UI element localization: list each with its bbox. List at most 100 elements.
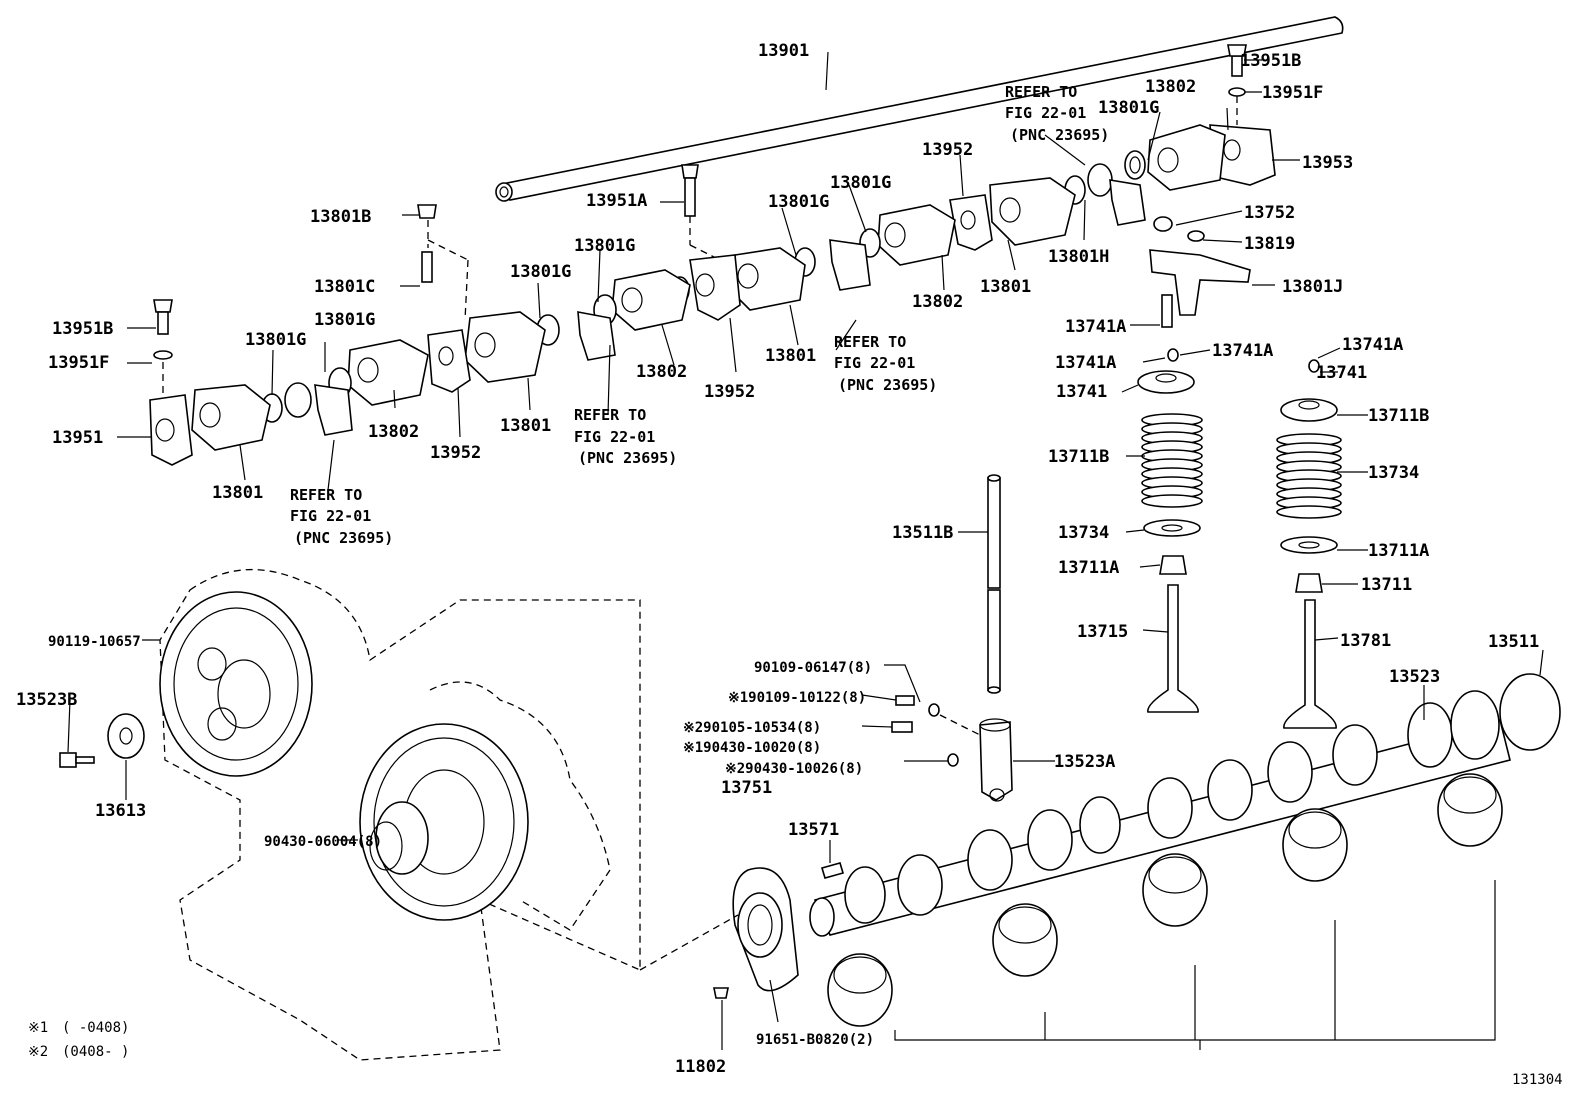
callout-13711a[interactable]: 13711A <box>1058 558 1119 578</box>
callout-13734[interactable]: 13734 <box>1368 463 1419 483</box>
callout-11802[interactable]: 11802 <box>675 1057 726 1077</box>
callout-13741a[interactable]: 13741A <box>1342 335 1403 355</box>
push-rod-13781[interactable] <box>987 474 1001 694</box>
callout-13802[interactable]: 13802 <box>1145 77 1196 97</box>
callout-13741[interactable]: 13741 <box>1056 382 1107 402</box>
refer-note-4: REFER TO FIG 22-01 (PNC 23695) <box>290 486 393 547</box>
callout-13801g[interactable]: 13801G <box>1098 98 1159 118</box>
callout-13511b[interactable]: 13511B <box>892 523 953 543</box>
callout-13952[interactable]: 13952 <box>704 382 755 402</box>
callout-13819[interactable]: 13819 <box>1244 234 1295 254</box>
callout-13802[interactable]: 13802 <box>636 362 687 382</box>
callout-13951f[interactable]: 13951F <box>48 353 109 373</box>
callout-13511[interactable]: 13511 <box>1488 632 1539 652</box>
legend-range-2: (0408- ) <box>62 1044 129 1060</box>
lifter-13751[interactable] <box>891 695 1013 802</box>
spring-coil <box>1141 494 1203 508</box>
callout-90109061478[interactable]: 90109-06147(8) <box>754 660 872 676</box>
camshaft-13511[interactable] <box>809 673 1561 937</box>
callout-13951f[interactable]: 13951F <box>1262 83 1323 103</box>
refer-note-line: REFER TO <box>1005 83 1077 101</box>
refer-note-line: REFER TO <box>574 406 646 424</box>
refer-note-1: REFER TO FIG 22-01 (PNC 23695) <box>1005 83 1109 144</box>
cam-gear-13613[interactable] <box>359 723 529 921</box>
callout-13951a[interactable]: 13951A <box>586 191 647 211</box>
refer-note-line: (PNC 23695) <box>1010 126 1109 144</box>
callout-13801g[interactable]: 13801G <box>245 330 306 350</box>
callout-13801c[interactable]: 13801C <box>314 277 375 297</box>
callout-13523[interactable]: 13523 <box>1389 667 1440 687</box>
thrust-plate-13571[interactable] <box>713 862 845 999</box>
callout-13952[interactable]: 13952 <box>430 443 481 463</box>
callout-13571[interactable]: 13571 <box>788 820 839 840</box>
idler-gear-13523[interactable] <box>59 591 313 777</box>
callout-13951[interactable]: 13951 <box>52 428 103 448</box>
valve-springs <box>1141 413 1342 729</box>
diagram-id: 131304 <box>1512 1072 1563 1088</box>
callout-13801[interactable]: 13801 <box>980 277 1031 297</box>
callout-13613[interactable]: 13613 <box>95 801 146 821</box>
callout-13781[interactable]: 13781 <box>1340 631 1391 651</box>
legend-mark-2: ※2 <box>28 1044 48 1060</box>
callout-13711b[interactable]: 13711B <box>1048 447 1109 467</box>
callout-13801g[interactable]: 13801G <box>768 192 829 212</box>
callout-13801[interactable]: 13801 <box>765 346 816 366</box>
leader-lines <box>67 51 1544 1050</box>
rocker-right-group <box>729 44 1276 311</box>
callout-13711b[interactable]: 13711B <box>1368 406 1429 426</box>
callout-13801j[interactable]: 13801J <box>1282 277 1343 297</box>
legend-mark-1: ※1 <box>28 1020 48 1036</box>
callout-13741[interactable]: 13741 <box>1316 363 1367 383</box>
callout-13953[interactable]: 13953 <box>1302 153 1353 173</box>
refer-note-line: (PNC 23695) <box>578 449 677 467</box>
callout-13951b[interactable]: 13951B <box>52 319 113 339</box>
callout-13741a[interactable]: 13741A <box>1212 341 1273 361</box>
callout-13752[interactable]: 13752 <box>1244 203 1295 223</box>
refer-note-line: (PNC 23695) <box>294 529 393 547</box>
callout-13802[interactable]: 13802 <box>368 422 419 442</box>
refer-note-line: FIG 22-01 <box>290 507 371 525</box>
refer-note-3: REFER TO FIG 22-01 (PNC 23695) <box>574 406 677 467</box>
callout-9011910657[interactable]: 90119-10657 <box>48 634 141 650</box>
callout-13952[interactable]: 13952 <box>922 140 973 160</box>
cam-bearings-11802[interactable] <box>827 773 1503 1041</box>
callout-13801g[interactable]: 13801G <box>510 262 571 282</box>
callout-13711[interactable]: 13711 <box>1361 575 1412 595</box>
callout-13951b[interactable]: 13951B <box>1240 51 1301 71</box>
callout-13801g[interactable]: 13801G <box>314 310 375 330</box>
callout-290430100268[interactable]: ※290430-10026(8) <box>725 761 863 777</box>
refer-note-line: REFER TO <box>834 333 906 351</box>
callout-90430060048[interactable]: 90430-06004(8) <box>264 834 382 850</box>
callout-13801[interactable]: 13801 <box>212 483 263 503</box>
valve-lifter-parts <box>1137 216 1338 422</box>
callout-290105105348[interactable]: ※290105-10534(8) <box>683 720 821 736</box>
callout-13801g[interactable]: 13801G <box>830 173 891 193</box>
refer-note-2: REFER TO FIG 22-01 (PNC 23695) <box>834 333 937 394</box>
spring-coil <box>1276 505 1342 519</box>
callout-190430100208[interactable]: ※190430-10020(8) <box>683 740 821 756</box>
callout-13734[interactable]: 13734 <box>1058 523 1109 543</box>
callout-13715[interactable]: 13715 <box>1077 622 1128 642</box>
callout-13801[interactable]: 13801 <box>500 416 551 436</box>
callout-13523b[interactable]: 13523B <box>16 690 77 710</box>
callout-13751[interactable]: 13751 <box>721 778 772 798</box>
callout-13801h[interactable]: 13801H <box>1048 247 1109 267</box>
legend-range-1: ( -0408) <box>62 1020 129 1036</box>
rocker-shaft-13901[interactable] <box>495 16 1344 202</box>
callout-13741a[interactable]: 13741A <box>1065 317 1126 337</box>
callout-13801b[interactable]: 13801B <box>310 207 371 227</box>
callout-190109101228[interactable]: ※190109-10122(8) <box>728 690 866 706</box>
callout-13711a[interactable]: 13711A <box>1368 541 1429 561</box>
refer-note-line: FIG 22-01 <box>834 354 915 372</box>
rocker-left-group <box>149 164 741 466</box>
callout-13802[interactable]: 13802 <box>912 292 963 312</box>
callout-13523a[interactable]: 13523A <box>1054 752 1115 772</box>
refer-note-line: FIG 22-01 <box>1005 104 1086 122</box>
callout-13901[interactable]: 13901 <box>758 41 809 61</box>
refer-note-line: REFER TO <box>290 486 362 504</box>
callout-13741a[interactable]: 13741A <box>1055 353 1116 373</box>
callout-91651b08202[interactable]: 91651-B0820(2) <box>756 1032 874 1048</box>
callout-13801g[interactable]: 13801G <box>574 236 635 256</box>
